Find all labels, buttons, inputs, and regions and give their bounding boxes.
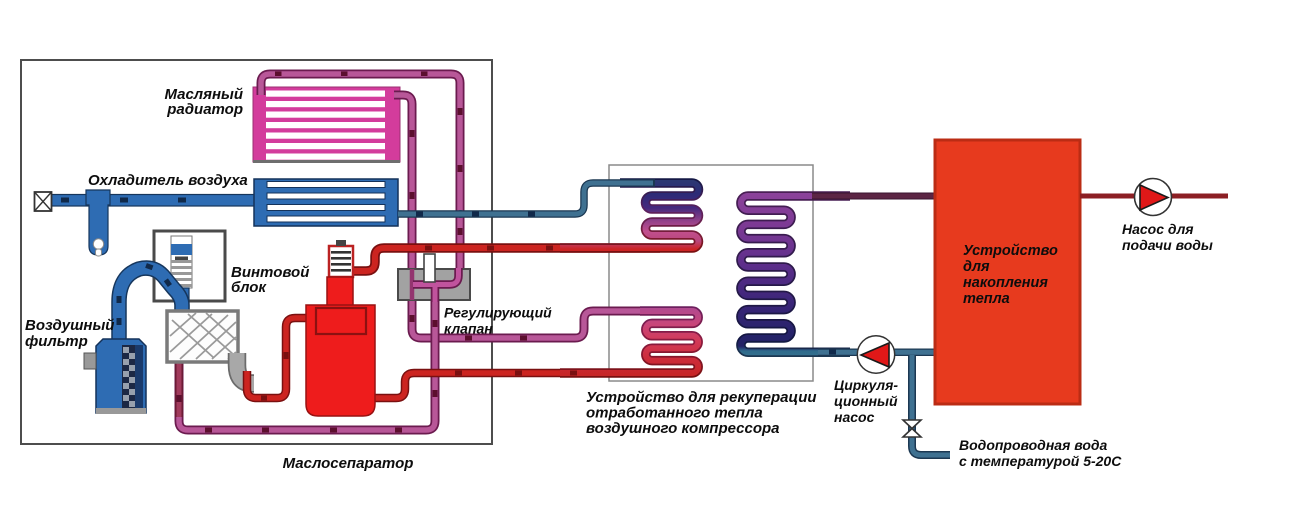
svg-text:Масляный: Масляный	[164, 86, 243, 103]
svg-text:Винтовой: Винтовой	[231, 264, 309, 281]
svg-text:подачи воды: подачи воды	[1122, 237, 1213, 253]
svg-text:накопления: накопления	[963, 275, 1048, 291]
svg-text:отработанного тепла: отработанного тепла	[586, 405, 763, 422]
svg-text:насос: насос	[834, 409, 875, 425]
svg-text:ционный: ционный	[834, 393, 898, 409]
svg-text:тепла: тепла	[963, 291, 1010, 307]
svg-text:Устройство для рекуперации: Устройство для рекуперации	[586, 389, 817, 406]
svg-text:Регулирующий: Регулирующий	[444, 305, 552, 321]
svg-text:клапан: клапан	[444, 321, 493, 337]
svg-text:Насос для: Насос для	[1122, 221, 1194, 237]
svg-text:блок: блок	[231, 279, 267, 296]
svg-text:Охладитель воздуха: Охладитель воздуха	[88, 172, 248, 189]
svg-text:фильтр: фильтр	[25, 333, 88, 350]
svg-text:для: для	[963, 259, 990, 275]
svg-text:Водопроводная вода: Водопроводная вода	[959, 437, 1108, 453]
svg-text:Устройство: Устройство	[963, 243, 1058, 259]
svg-text:воздушного компрессора: воздушного компрессора	[586, 420, 780, 437]
svg-text:с температурой 5-20С: с температурой 5-20С	[959, 453, 1122, 469]
svg-text:Маслосепаратор: Маслосепаратор	[283, 455, 414, 472]
svg-text:радиатор: радиатор	[166, 101, 243, 118]
svg-text:Воздушный: Воздушный	[25, 317, 114, 334]
svg-text:Циркуля-: Циркуля-	[834, 377, 898, 393]
